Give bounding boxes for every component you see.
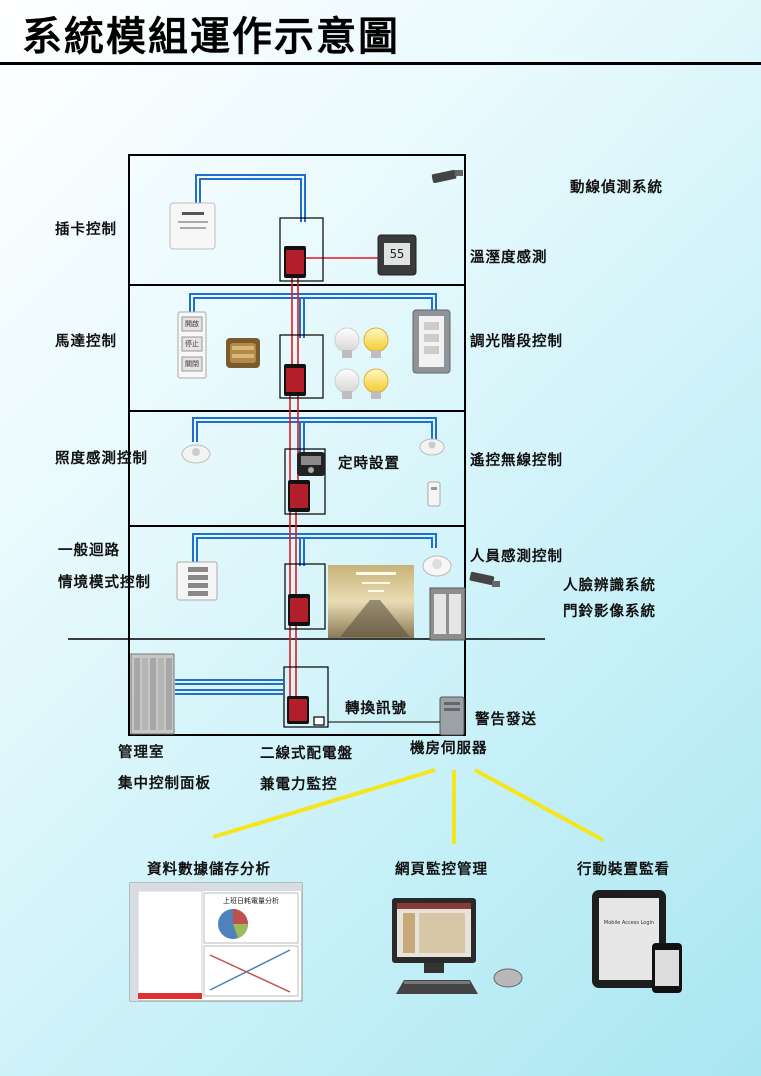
label-card-control: 插卡控制	[55, 222, 117, 238]
motor-close-button-label: 關閉	[185, 360, 199, 368]
label-web-monitor: 網頁監控管理	[395, 862, 488, 878]
label-timer-setting: 定時設置	[338, 456, 400, 472]
motor-switch-panel	[177, 311, 207, 379]
motor-device	[226, 338, 260, 368]
thermostat-display: 55	[389, 247, 405, 261]
building-frame	[68, 154, 545, 736]
title-underline	[0, 62, 761, 65]
server-tower	[328, 696, 465, 736]
central-control-panel	[130, 653, 175, 735]
motor-stop-button-label: 停止	[185, 340, 199, 348]
label-illum-control: 照度感測控制	[55, 451, 148, 467]
spreadsheet-chart-image	[129, 882, 303, 1002]
page-title: 系統模組運作示意圖	[22, 13, 400, 60]
scene-switch-panel	[176, 561, 218, 601]
camera-icon	[431, 169, 463, 184]
corridor-photo	[328, 565, 414, 638]
label-face-recognition: 人臉辨識系統	[563, 578, 656, 594]
label-power-monitor: 兼電力監控	[260, 777, 338, 793]
blue-wiring	[175, 174, 437, 695]
label-dimmer-control: 調光階段控制	[470, 334, 563, 350]
controller-module-1	[284, 246, 306, 278]
label-management-room: 管理室	[118, 745, 165, 761]
spreadsheet-chart-title: 上班日耗電量分析	[223, 897, 279, 905]
label-server-room: 機房伺服器	[410, 741, 488, 757]
dimmer-panel	[412, 309, 451, 374]
remote-control	[427, 481, 441, 507]
label-scene-mode: 情境模式控制	[58, 575, 151, 591]
mobile-devices-image	[592, 890, 682, 993]
controller-module-4	[288, 594, 310, 626]
mobile-screen-text: Mobile Access Login	[603, 920, 655, 926]
motor-open-button-label: 開啟	[185, 320, 199, 328]
presence-sensor-icon	[422, 555, 452, 577]
controller-module-2	[284, 364, 306, 396]
label-central-panel: 集中控制面板	[118, 776, 211, 792]
controller-boxes	[279, 217, 329, 728]
label-remote-wireless: 遙控無線控制	[470, 453, 563, 469]
label-motion-detect: 動線偵測系統	[570, 180, 663, 196]
label-presence-control: 人員感測控制	[470, 549, 563, 565]
yellow-connectors	[212, 768, 604, 844]
controller-module-5	[287, 696, 309, 724]
bulb-white-2	[334, 368, 360, 399]
bulb-yellow-2	[363, 368, 389, 399]
label-general-circuit: 一般迴路	[58, 543, 120, 559]
card-slot-device	[169, 202, 216, 250]
label-motor-control: 馬達控制	[55, 334, 117, 350]
desktop-computer-image	[392, 898, 523, 994]
label-doorbell-video: 門鈴影像系統	[563, 604, 656, 620]
light-sensor-icon	[181, 444, 211, 464]
thermostat-device	[377, 234, 417, 276]
bulb-white-1	[334, 327, 360, 358]
label-mobile-monitor: 行動裝置監看	[577, 862, 670, 878]
timer-device	[297, 452, 325, 476]
door-doorbell	[429, 587, 466, 641]
label-alarm-send: 警告發送	[475, 712, 537, 728]
label-signal-convert: 轉換訊號	[345, 701, 407, 717]
label-temp-humidity: 溫溼度感測	[470, 250, 548, 266]
light-sensor-icon-2	[419, 438, 445, 456]
label-data-storage: 資料數據儲存分析	[147, 862, 271, 878]
controller-module-3	[288, 480, 310, 512]
label-two-wire-panel: 二線式配電盤	[260, 746, 353, 762]
bulb-yellow-1	[363, 327, 389, 358]
camera-icon-2	[469, 571, 500, 587]
